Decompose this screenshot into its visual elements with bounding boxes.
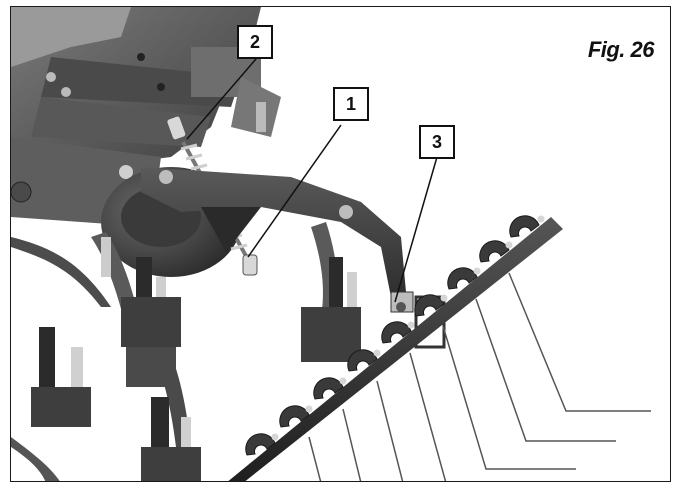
lever-arm: [141, 167, 406, 297]
figure-frame: Fig. 26 2 1 3: [10, 6, 671, 482]
tine-assemblies: [11, 222, 361, 481]
machine-frame: [11, 7, 281, 227]
figure-caption: Fig. 26: [587, 37, 655, 62]
callout-leaders: [186, 58, 438, 303]
callout-1: 1: [333, 87, 369, 121]
machine-illustration: [11, 7, 651, 481]
rake-bar: [228, 215, 651, 481]
callout-2: 2: [237, 25, 273, 59]
callout-3: 3: [419, 125, 455, 159]
